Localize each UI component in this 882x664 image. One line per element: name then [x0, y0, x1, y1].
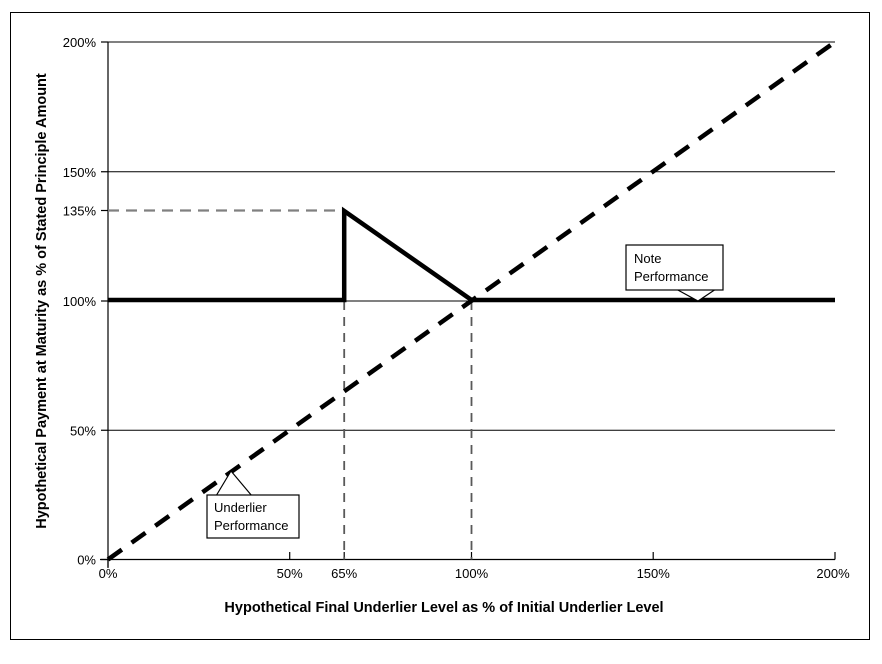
x-tick-labels: 0% 50% 65% 100% 150% 200%	[99, 566, 850, 581]
y-tick-label-0: 0%	[77, 553, 96, 568]
y-tick-label-100: 100%	[63, 294, 97, 309]
note-performance-callout-line1: Note	[634, 251, 661, 266]
x-tick-label-200: 200%	[816, 566, 850, 581]
y-tick-label-50: 50%	[70, 424, 96, 439]
underlier-performance-callout-tail	[214, 469, 254, 497]
x-tick-label-0: 0%	[99, 566, 118, 581]
x-tick-label-65: 65%	[331, 566, 357, 581]
note-performance-callout: Note Performance	[625, 244, 724, 302]
axes	[100, 41, 836, 568]
x-axis-title: Hypothetical Final Underlier Level as % …	[224, 600, 663, 616]
y-tick-label-150: 150%	[63, 165, 97, 180]
x-tick-label-150: 150%	[637, 566, 671, 581]
x-tick-label-100: 100%	[455, 566, 489, 581]
y-axis-title: Hypothetical Payment at Maturity as % of…	[34, 73, 50, 529]
underlier-performance-callout-line1: Underlier	[214, 500, 267, 515]
y-tick-label-135: 135%	[63, 204, 97, 219]
series-note-performance	[108, 206, 835, 303]
note-performance-line	[108, 206, 835, 303]
note-performance-callout-line2: Performance	[634, 269, 708, 284]
reference-lines	[108, 209, 473, 560]
x-tick-label-50: 50%	[277, 566, 303, 581]
note-performance-callout-box	[625, 244, 724, 291]
underlier-performance-callout-line2: Performance	[214, 518, 288, 533]
y-tick-label-200: 200%	[63, 35, 97, 50]
y-tick-labels: 200% 150% 135% 100% 50% 0%	[63, 35, 97, 568]
underlier-performance-callout: Underlier Performance	[206, 469, 300, 539]
underlier-performance-callout-box	[206, 494, 300, 539]
